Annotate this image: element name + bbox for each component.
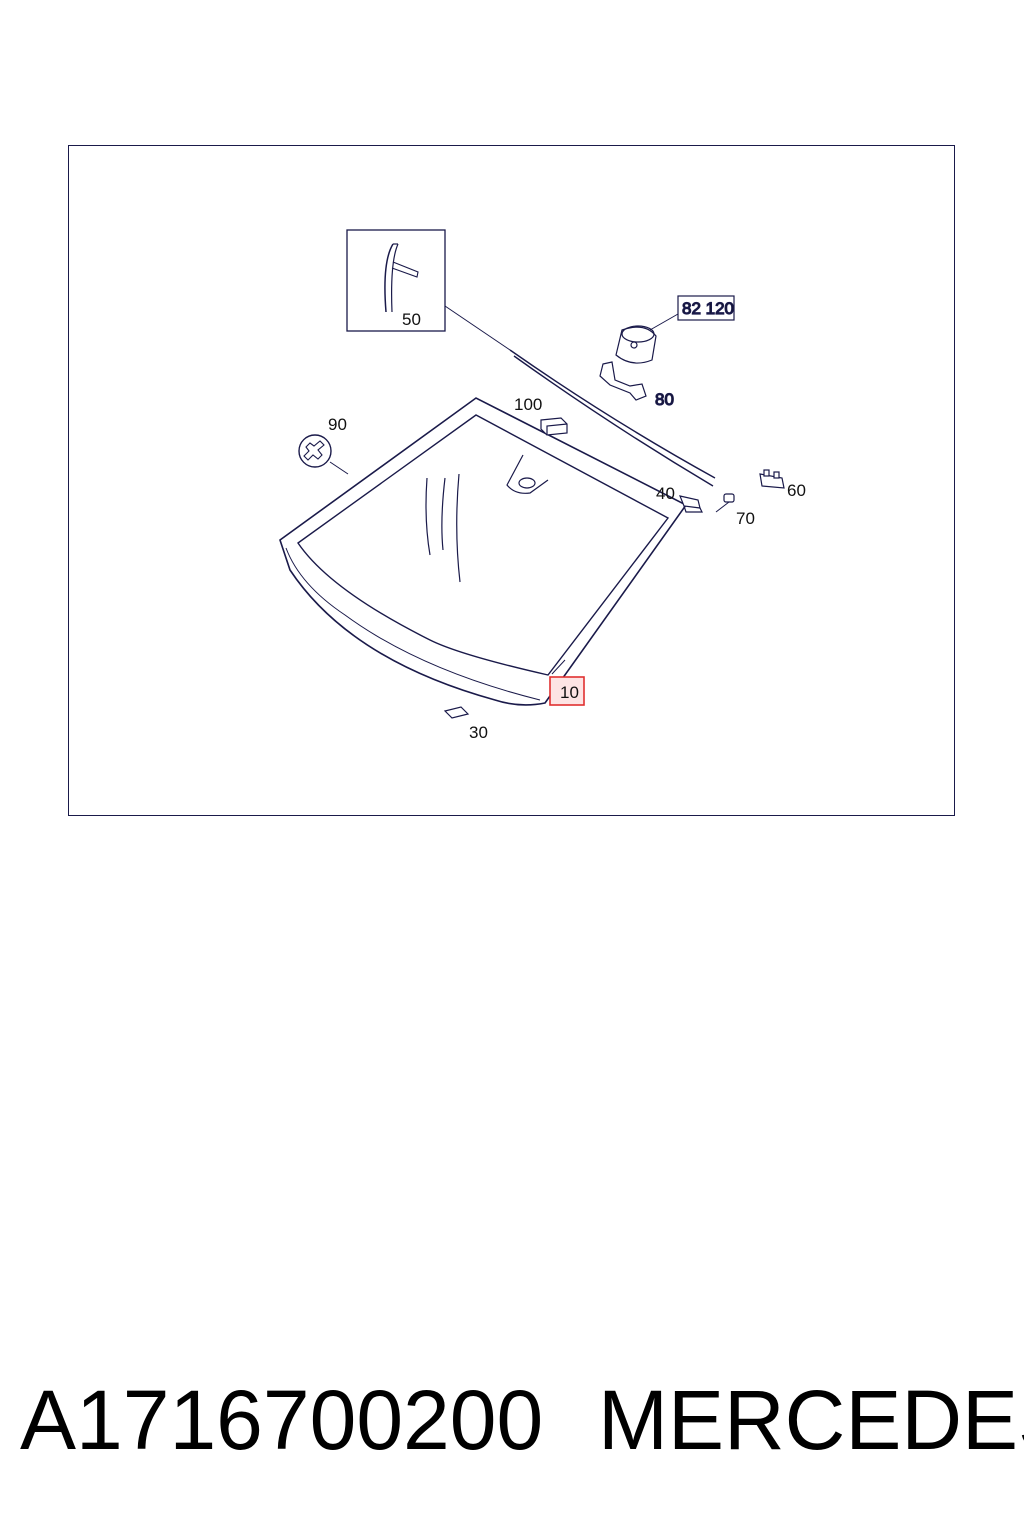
callout-82-120: 82 120 — [682, 299, 734, 318]
holder-60[interactable]: 60 — [759, 469, 806, 500]
callout-80: 80 — [655, 390, 674, 409]
callout-10-highlight[interactable]: 10 — [549, 659, 585, 706]
cowl-moulding[interactable] — [444, 305, 716, 487]
tool-symbol-90[interactable]: 90 — [298, 415, 349, 475]
moulding-detail-inset[interactable]: 50 — [346, 229, 446, 332]
part-number: A1716700200 — [20, 1373, 544, 1467]
sensor-bracket[interactable]: 80 — [599, 361, 675, 410]
callout-50: 50 — [402, 310, 421, 329]
callout-40: 40 — [656, 484, 675, 503]
callout-30: 30 — [469, 723, 488, 742]
brand-name: MERCEDES — [598, 1373, 1024, 1467]
callout-10: 10 — [560, 683, 579, 702]
callout-60: 60 — [787, 481, 806, 500]
callout-90: 90 — [328, 415, 347, 434]
caption: A1716700200 MERCEDES — [20, 1370, 1024, 1470]
rain-sensor[interactable]: 82 120 — [615, 295, 735, 364]
callout-100: 100 — [514, 395, 542, 414]
pin-70[interactable]: 70 — [715, 493, 755, 528]
diagram-frame — [68, 145, 955, 816]
windshield-glass[interactable] — [279, 397, 688, 706]
pad-30[interactable]: 30 — [443, 706, 488, 742]
spacer-block-100[interactable]: 100 — [514, 395, 568, 436]
callout-70: 70 — [736, 509, 755, 528]
clip-40[interactable]: 40 — [656, 484, 703, 513]
